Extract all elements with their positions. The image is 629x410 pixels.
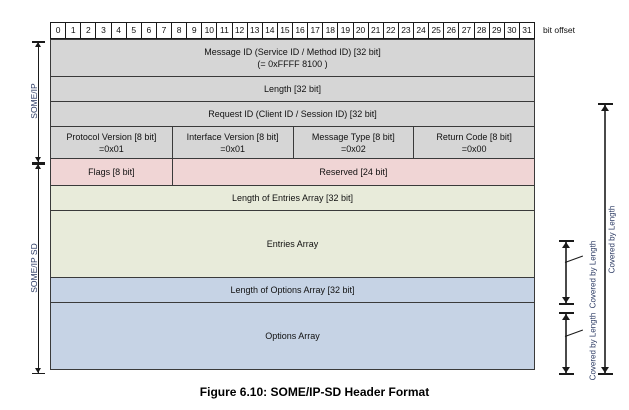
bit-tick-29: 29 <box>490 23 505 38</box>
bit-tick-27: 27 <box>459 23 475 38</box>
field-reserved-title: Reserved [24 bit] <box>319 167 388 177</box>
someip-sd-bracket <box>32 163 45 374</box>
covered-total-bracket <box>599 103 611 375</box>
header-field-table: Message ID (Service ID / Method ID) [32 … <box>50 39 535 370</box>
field-reserved: Reserved [24 bit] <box>171 159 534 185</box>
bit-tick-31: 31 <box>522 25 532 35</box>
field-flags: Flags [8 bit] <box>51 159 172 185</box>
field-entries-array: Entries Array <box>51 211 534 277</box>
someip-bracket <box>32 41 45 163</box>
bit-tick-22: 22 <box>384 23 399 38</box>
bit-tick-2: 2 <box>81 23 97 38</box>
field-options-array: Options Array <box>51 303 534 369</box>
bit-tick-19: 19 <box>338 23 354 38</box>
bit-tick-25: 25 <box>429 23 445 38</box>
table-row-options-array: Options Array <box>51 302 534 369</box>
bit-tick-28: 28 <box>475 23 490 38</box>
table-row-versions: Protocol Version [8 bit] =0x01 Interface… <box>51 126 534 158</box>
table-row-length-of-entries-array: Length of Entries Array [32 bit] <box>51 185 534 210</box>
covered-options-label: Covered by Length <box>588 312 598 381</box>
covered-options-leader <box>564 329 584 337</box>
bit-tick-20: 20 <box>354 23 369 38</box>
bit-tick-23: 23 <box>399 23 414 38</box>
field-interface-version: Interface Version [8 bit] =0x01 <box>171 127 293 158</box>
bit-tick-3: 3 <box>96 23 112 38</box>
table-row-message-id: Message ID (Service ID / Method ID) [32 … <box>51 39 534 76</box>
field-length: Length [32 bit] <box>51 77 534 101</box>
field-return-code-title: Return Code [8 bit] <box>436 131 512 142</box>
someip-sd-bracket-label: SOME/IP SD <box>29 243 39 293</box>
bit-tick-24: 24 <box>414 23 430 38</box>
covered-options-arrow-down <box>562 367 570 373</box>
field-return-code-value: =0x00 <box>461 143 487 154</box>
field-entries-array-title: Entries Array <box>266 239 319 249</box>
field-message-type-value: =0x02 <box>340 143 366 154</box>
bit-tick-4: 4 <box>112 23 127 38</box>
figure-caption: Figure 6.10: SOME/IP-SD Header Format <box>199 385 430 399</box>
table-row-flags-reserved: Flags [8 bit] Reserved [24 bit] <box>51 158 534 185</box>
bit-tick-1: 1 <box>66 23 82 38</box>
covered-entries-arrow-up <box>562 242 570 248</box>
covered-entries-bracket <box>560 240 572 305</box>
field-protocol-version-title: Protocol Version [8 bit] <box>66 131 157 142</box>
bit-tick-16: 16 <box>293 23 309 38</box>
field-length-of-options-array-title: Length of Options Array [32 bit] <box>230 285 355 295</box>
bit-tick-11: 11 <box>217 23 233 38</box>
field-return-code: Return Code [8 bit] =0x00 <box>413 127 534 158</box>
field-options-array-title: Options Array <box>265 331 320 341</box>
bit-tick-0: 0 <box>51 23 67 38</box>
covered-options-arrow-up <box>562 314 570 320</box>
field-length-title: Length [32 bit] <box>263 84 322 94</box>
field-protocol-version-value: =0x01 <box>98 143 124 154</box>
someip-sd-bracket-arrow-up <box>34 164 41 169</box>
bit-tick-7: 7 <box>157 23 172 38</box>
bit-tick-6: 6 <box>142 23 157 38</box>
field-flags-title: Flags [8 bit] <box>88 167 135 177</box>
bit-tick-21: 21 <box>369 23 384 38</box>
table-row-entries-array: Entries Array <box>51 210 534 277</box>
field-length-of-entries-array-title: Length of Entries Array [32 bit] <box>231 193 354 203</box>
bit-tick-15: 15 <box>278 23 293 38</box>
bit-offset-label: bit offset <box>543 25 575 35</box>
field-interface-version-value: =0x01 <box>220 143 246 154</box>
covered-options-bracket <box>560 312 572 375</box>
bit-tick-5: 5 <box>127 23 142 38</box>
field-protocol-version: Protocol Version [8 bit] =0x01 <box>51 127 172 158</box>
field-length-of-entries-array: Length of Entries Array [32 bit] <box>51 186 534 210</box>
bit-tick-14: 14 <box>263 23 278 38</box>
bit-tick-17: 17 <box>308 23 324 38</box>
bit-tick-26: 26 <box>444 23 460 38</box>
covered-total-label: Covered by Length <box>607 205 617 274</box>
bit-tick-8: 8 <box>172 23 188 38</box>
field-message-id: Message ID (Service ID / Method ID) [32 … <box>51 40 534 76</box>
table-row-length-of-options-array: Length of Options Array [32 bit] <box>51 277 534 302</box>
bit-tick-10: 10 <box>202 23 218 38</box>
someip-bracket-arrow-down <box>34 157 41 162</box>
field-request-id: Request ID (Client ID / Session ID) [32 … <box>51 102 534 126</box>
bit-tick-18: 18 <box>323 23 339 38</box>
field-message-id-title: Message ID (Service ID / Method ID) [32 … <box>204 47 381 57</box>
table-row-length: Length [32 bit] <box>51 76 534 101</box>
field-request-id-title: Request ID (Client ID / Session ID) [32 … <box>208 109 377 119</box>
field-message-type: Message Type [8 bit] =0x02 <box>292 127 414 158</box>
covered-entries-leader <box>564 255 584 263</box>
someip-bracket-label: SOME/IP <box>29 83 39 119</box>
someip-sd-bracket-arrow-down <box>34 368 41 373</box>
table-row-request-id: Request ID (Client ID / Session ID) [32 … <box>51 101 534 126</box>
field-interface-version-title: Interface Version [8 bit] <box>186 131 279 142</box>
bit-tick-13: 13 <box>248 23 263 38</box>
field-message-type-title: Message Type [8 bit] <box>311 131 395 142</box>
field-message-id-value: (= 0xFFFF 8100 ) <box>257 59 328 69</box>
covered-total-arrow-down <box>601 367 609 373</box>
bit-tick-30: 30 <box>505 23 520 38</box>
bit-tick-12: 12 <box>233 23 248 38</box>
someip-bracket-arrow-up <box>34 42 41 47</box>
bit-tick-9: 9 <box>187 23 203 38</box>
field-length-of-options-array: Length of Options Array [32 bit] <box>51 278 534 302</box>
covered-entries-arrow-down <box>562 297 570 303</box>
covered-total-arrow-up <box>601 105 609 111</box>
